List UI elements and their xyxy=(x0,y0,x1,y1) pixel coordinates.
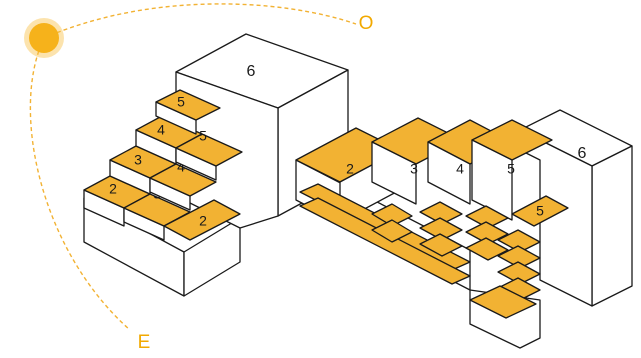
balcony-b xyxy=(371,219,413,243)
right-terrace-4-label: 4 xyxy=(456,161,464,177)
left-front-terrace-4 xyxy=(149,163,217,197)
balcony-stack xyxy=(299,183,541,319)
west-label: O xyxy=(359,13,374,34)
east-label: E xyxy=(138,332,151,353)
balcony-e xyxy=(419,233,463,257)
left-terrace-5 xyxy=(155,89,221,121)
left-tower-label: 6 xyxy=(247,63,256,80)
right-tower-label: 6 xyxy=(578,145,587,162)
sun-arc-east xyxy=(29,37,131,331)
left-base-terrace-2 xyxy=(163,199,241,241)
left-front-terrace-4-label: 4 xyxy=(177,159,185,175)
left-terrace-5-label: 5 xyxy=(177,94,185,110)
left-base-side xyxy=(183,217,241,297)
right-terrace-4-wall xyxy=(427,141,471,205)
right-terrace-5-wall xyxy=(471,139,513,221)
right-terrace-5-label: 5 xyxy=(507,161,515,177)
left-terrace-4-label: 4 xyxy=(157,122,165,138)
left-front-terrace-5-label: 5 xyxy=(199,128,207,144)
right-terrace-3-wall xyxy=(371,141,417,205)
left-building: 6 2 3 4 5 3 4 5 2 xyxy=(83,33,349,297)
balcony-row-2 xyxy=(299,197,471,285)
left-terrace-2-label: 2 xyxy=(109,181,117,197)
balcony-bottom xyxy=(469,285,537,319)
sun-arc-west xyxy=(43,3,357,39)
balcony-h xyxy=(465,237,509,261)
balcony-a xyxy=(371,203,413,227)
right-side-terrace-5 xyxy=(511,195,569,227)
right-terrace-3-label: 3 xyxy=(410,161,418,177)
left-terrace-3-label: 3 xyxy=(134,152,142,168)
right-building: 6 2 3 4 5 5 xyxy=(295,109,633,349)
left-base-terrace-2-label: 2 xyxy=(199,213,207,229)
right-side-terrace-5-label: 5 xyxy=(536,203,544,219)
right-tower-side xyxy=(591,145,633,307)
sun-icon xyxy=(29,23,59,53)
right-terrace-2-label: 2 xyxy=(346,161,354,177)
sun-path: O E xyxy=(24,3,374,353)
left-front-terrace-5 xyxy=(175,133,243,167)
